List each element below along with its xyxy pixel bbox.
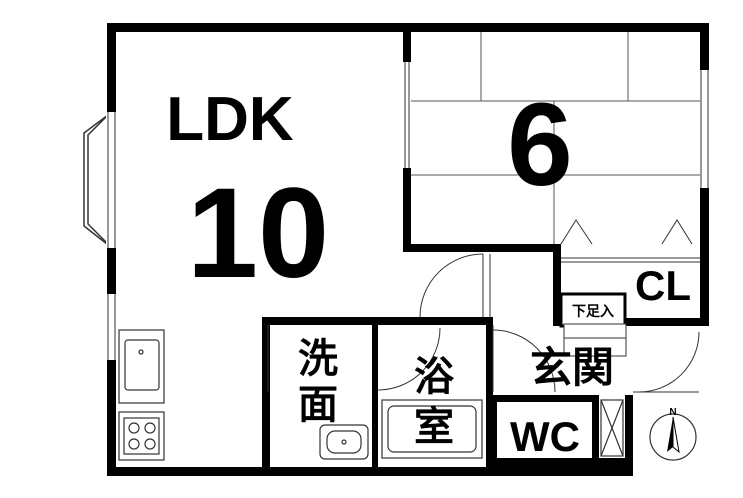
washroom-label-2: 面: [298, 383, 338, 427]
swing-doors: [377, 253, 700, 393]
bathroom-label-1: 浴: [414, 355, 455, 399]
tatami-grid: [411, 32, 700, 244]
ldk-size: 10: [187, 162, 329, 305]
entrance-label: 玄関: [530, 344, 614, 391]
compass-north-label: N: [669, 407, 676, 418]
shoe-storage: [559, 292, 627, 357]
north-compass: N: [649, 407, 697, 461]
gas-stove: [118, 411, 165, 461]
kitchen-sink: [118, 329, 165, 404]
washbasin: [319, 424, 369, 460]
washitsu-size: 6: [507, 79, 573, 211]
bathroom-label-2: 室: [414, 405, 454, 449]
closet-label: CL: [635, 262, 691, 309]
closet-doors: [560, 219, 700, 263]
bathtub: [381, 399, 483, 459]
shoe-storage-label: 下足入: [572, 303, 614, 319]
toilet-label: WC: [510, 413, 580, 460]
ldk-label: LDK: [166, 85, 294, 154]
bay-window: [83, 111, 113, 249]
interior-walls: [262, 32, 709, 476]
washroom-label-1: 洗: [298, 337, 338, 381]
storage-cabinet: [600, 399, 624, 457]
sliding-doors: [267, 62, 410, 392]
windows: [106, 70, 710, 360]
